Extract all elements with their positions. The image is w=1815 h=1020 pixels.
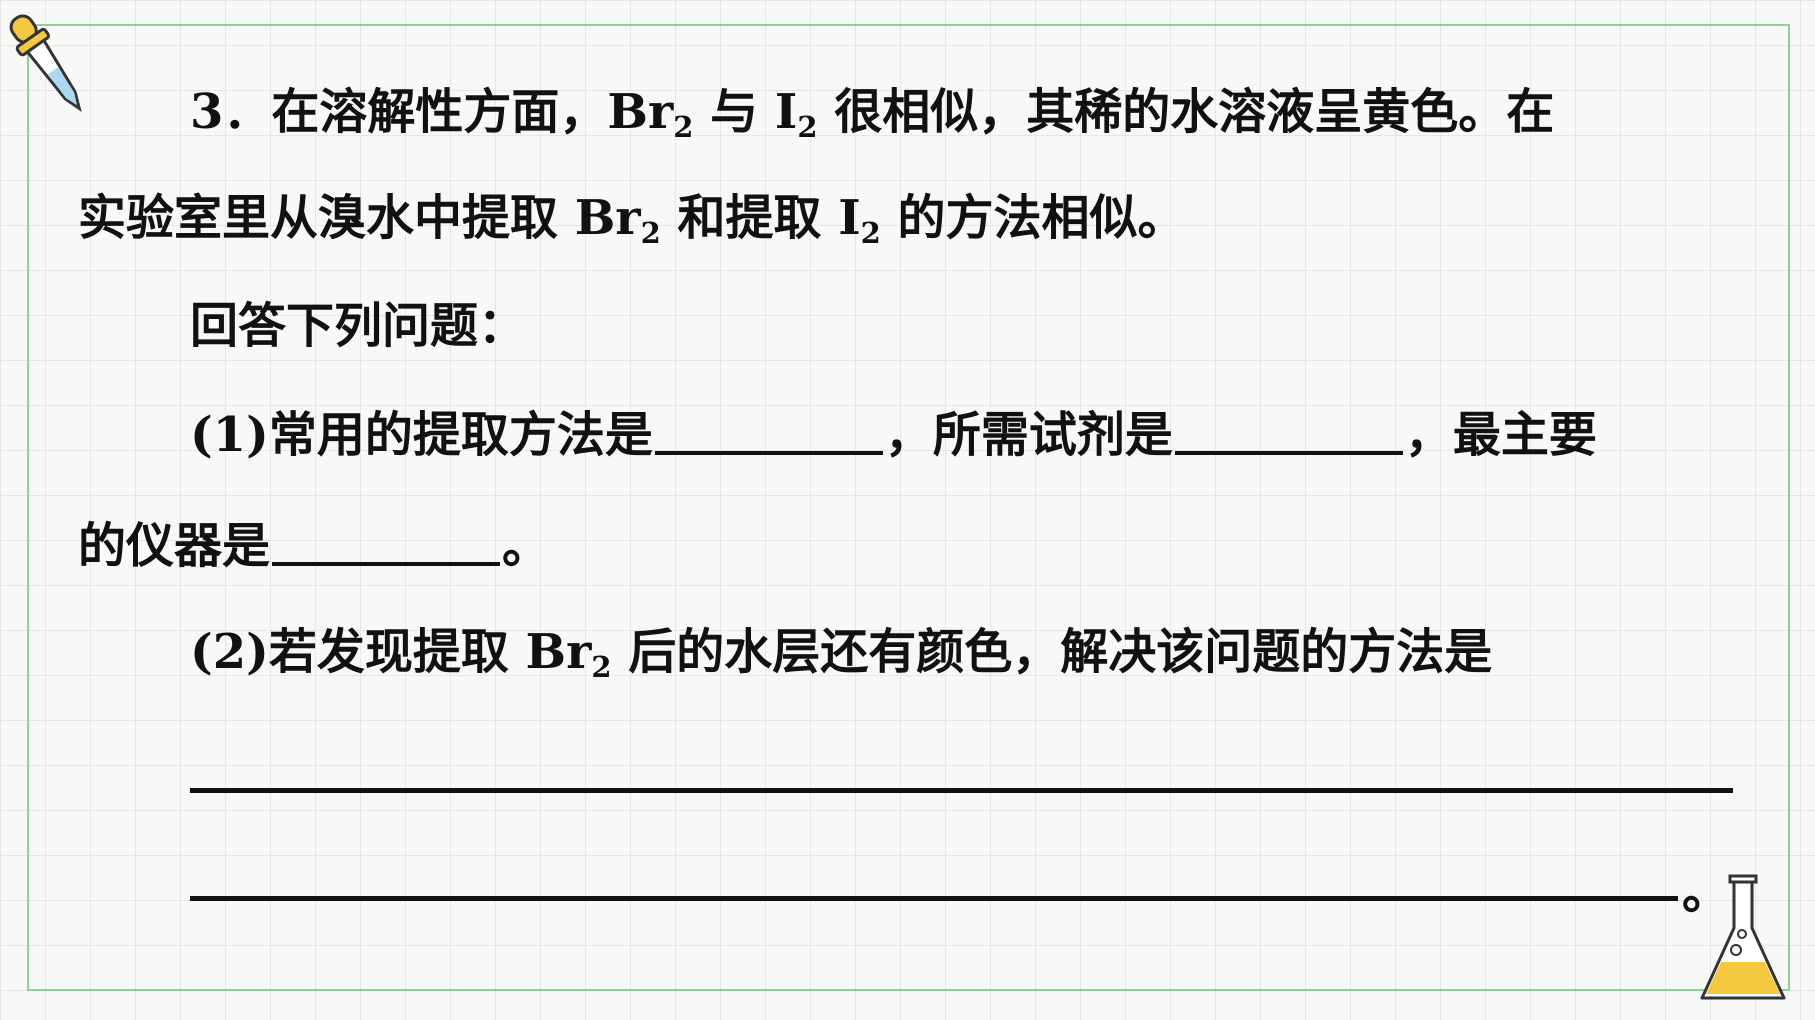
answer-line-1[interactable]: [190, 788, 1733, 793]
part1-line-1: (1)常用的提取方法是，所需试剂是，最主要: [190, 407, 1597, 463]
part1-line-2: 的仪器是。: [78, 518, 551, 574]
part2-line: (2)若发现提取 Br2 后的水层还有颜色，解决该问题的方法是: [190, 624, 1493, 684]
dropper-icon: [9, 14, 82, 112]
answer-blank-method[interactable]: [654, 451, 883, 455]
answer-blank-instrument[interactable]: [272, 562, 501, 566]
question-line-1: 3．在溶解性方面，Br2 与 I2 很相似，其稀的水溶液呈黄色。在: [190, 84, 1555, 144]
question-line-2: 实验室里从溴水中提取 Br2 和提取 I2 的方法相似。: [78, 190, 1186, 250]
end-period: 。: [1682, 864, 1731, 920]
flask-icon: [1700, 874, 1786, 1000]
answer-line-2[interactable]: [190, 896, 1678, 901]
prompt-text: 回答下列问题：: [190, 298, 527, 354]
content-frame: [27, 24, 1790, 991]
answer-blank-reagent[interactable]: [1174, 451, 1403, 455]
